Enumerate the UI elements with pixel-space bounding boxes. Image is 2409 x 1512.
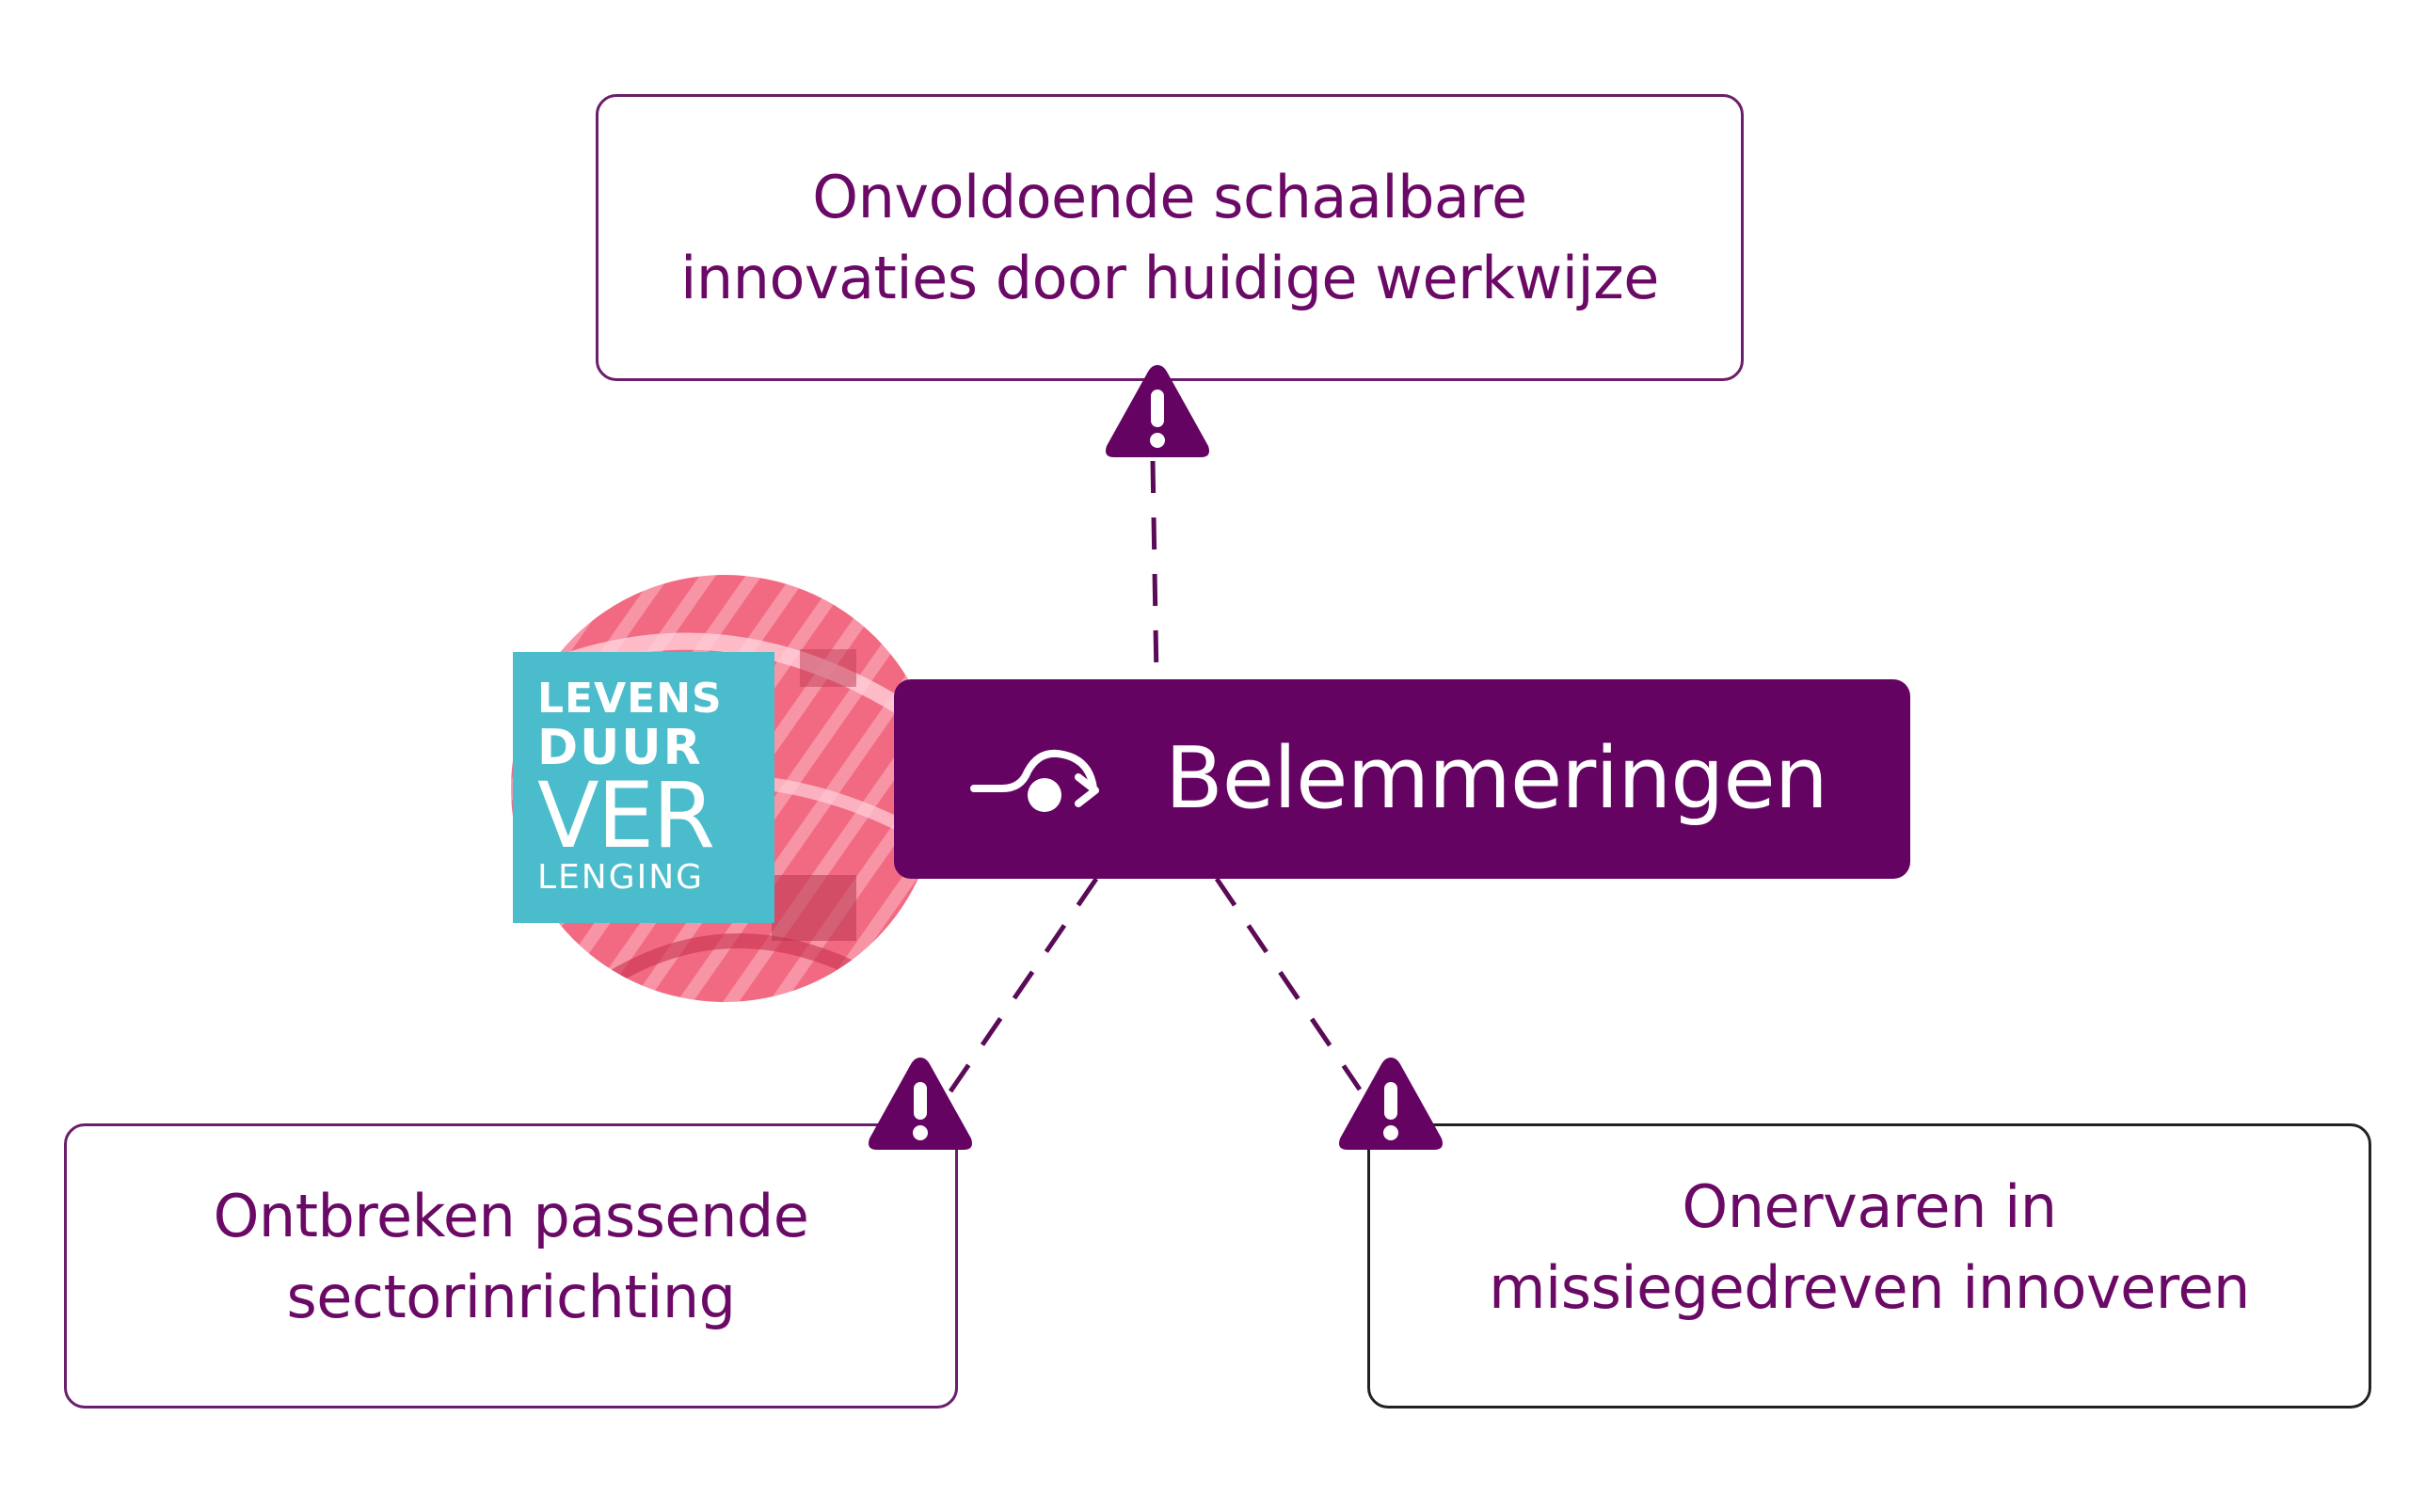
obstacle-text-right: Onervaren in missiegedreven innoveren [1489,1171,2250,1322]
obstacle-text-top: Onvoldoende schaalbare innovaties door h… [680,162,1659,312]
warning-icon [1339,1058,1443,1150]
obstacle-box-top: Onvoldoende schaalbare innovaties door h… [596,94,1744,381]
central-banner [894,679,1910,879]
levensduurverlenging-logo: LEVENS DUUR VER LENGING [513,652,774,923]
obstacle-text-left: Ontbreken passende sectorinrichting [213,1181,809,1331]
logo-line-1: LEVENS [537,675,723,723]
obstacle-box-right: Onervaren in missiegedreven innoveren [1367,1123,2371,1409]
connector-top [1150,460,1159,680]
obstacle-box-left: Ontbreken passende sectorinrichting [64,1123,958,1409]
central-label: Belemmeringen [1165,729,1828,828]
connector-left [948,877,1099,1093]
warning-icon [869,1058,972,1150]
connector-right [1214,877,1363,1091]
logo-line-2: DUUR [537,720,703,776]
warning-icon [1106,365,1209,457]
route-arrow-icon [970,749,1099,812]
logo-line-4: LENGING [537,858,705,897]
logo-line-3: VER [537,763,715,868]
